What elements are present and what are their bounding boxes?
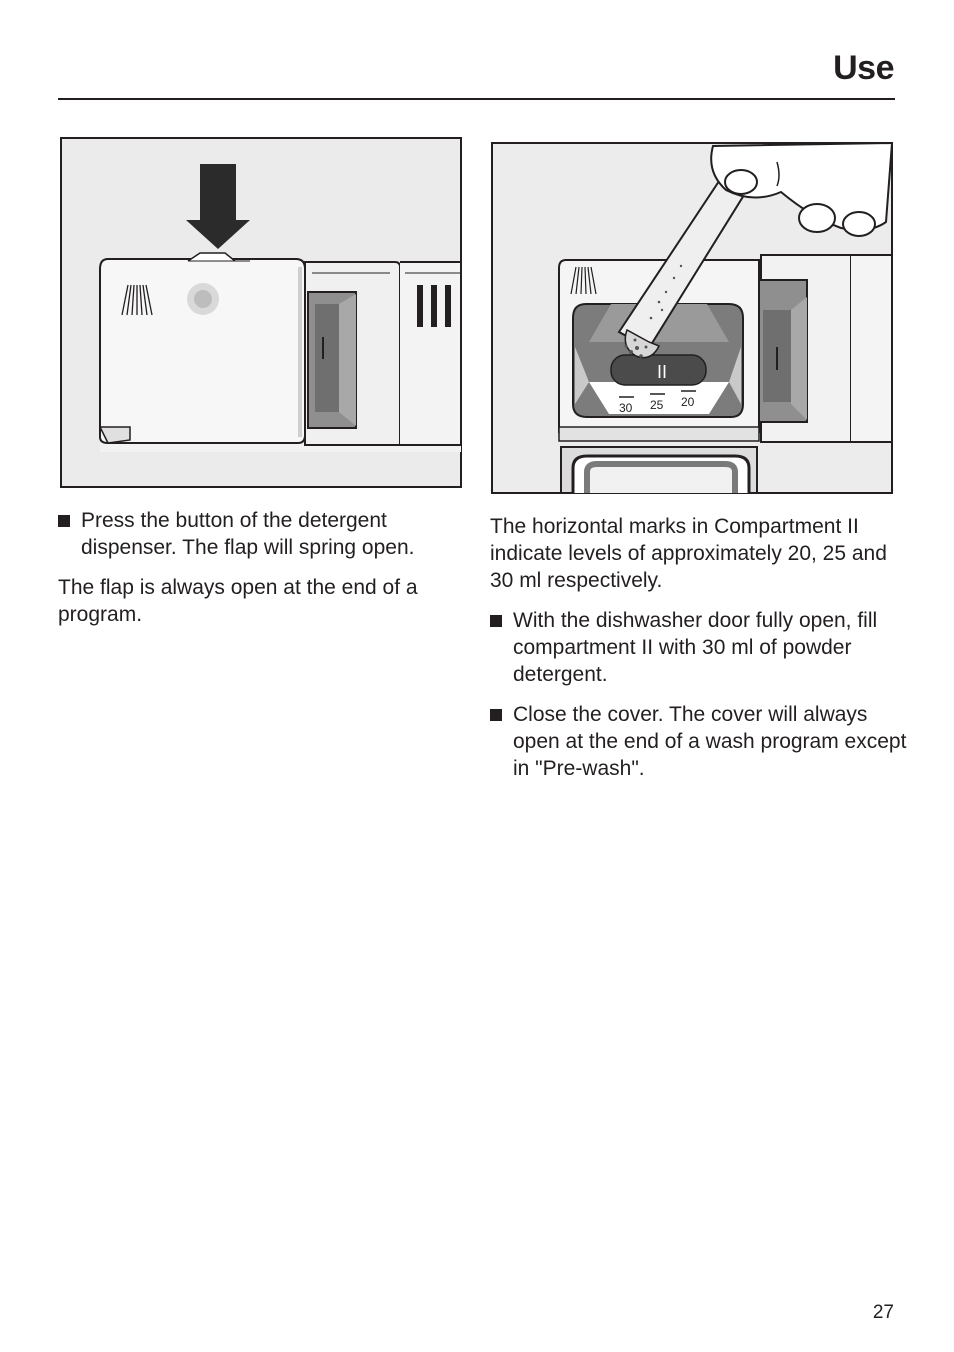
header-rule — [58, 98, 895, 100]
level-mark-25: 25 — [650, 398, 664, 412]
instruction-bullet: Press the button of the detergent dispen… — [58, 507, 458, 561]
paragraph: The horizontal marks in Compartment II i… — [490, 515, 887, 592]
instruction-bullet: With the dishwasher door fully open, fil… — [490, 607, 910, 688]
paragraph: The flap is always open at the end of a … — [58, 576, 418, 626]
level-mark-20: 20 — [681, 395, 695, 409]
level-mark-30: 30 — [619, 401, 633, 415]
page-number: 27 — [872, 1302, 894, 1323]
bullet-square-icon — [490, 615, 502, 627]
page-title: Use — [833, 49, 894, 87]
dispenser-closed-illustration — [60, 137, 462, 488]
dispenser-filling-illustration: II 30 25 20 — [491, 142, 893, 494]
bullet-text: Press the button of the detergent dispen… — [81, 509, 415, 559]
right-column: The horizontal marks in Compartment II i… — [490, 513, 910, 782]
instruction-bullet: Close the cover. The cover will always o… — [490, 701, 910, 782]
bullet-text: Close the cover. The cover will always o… — [513, 703, 907, 780]
left-column: Press the button of the detergent dispen… — [58, 507, 458, 628]
bullet-square-icon — [490, 709, 502, 721]
bullet-square-icon — [58, 515, 70, 527]
compartment-label: II — [657, 362, 667, 382]
bullet-text: With the dishwasher door fully open, fil… — [513, 609, 878, 686]
